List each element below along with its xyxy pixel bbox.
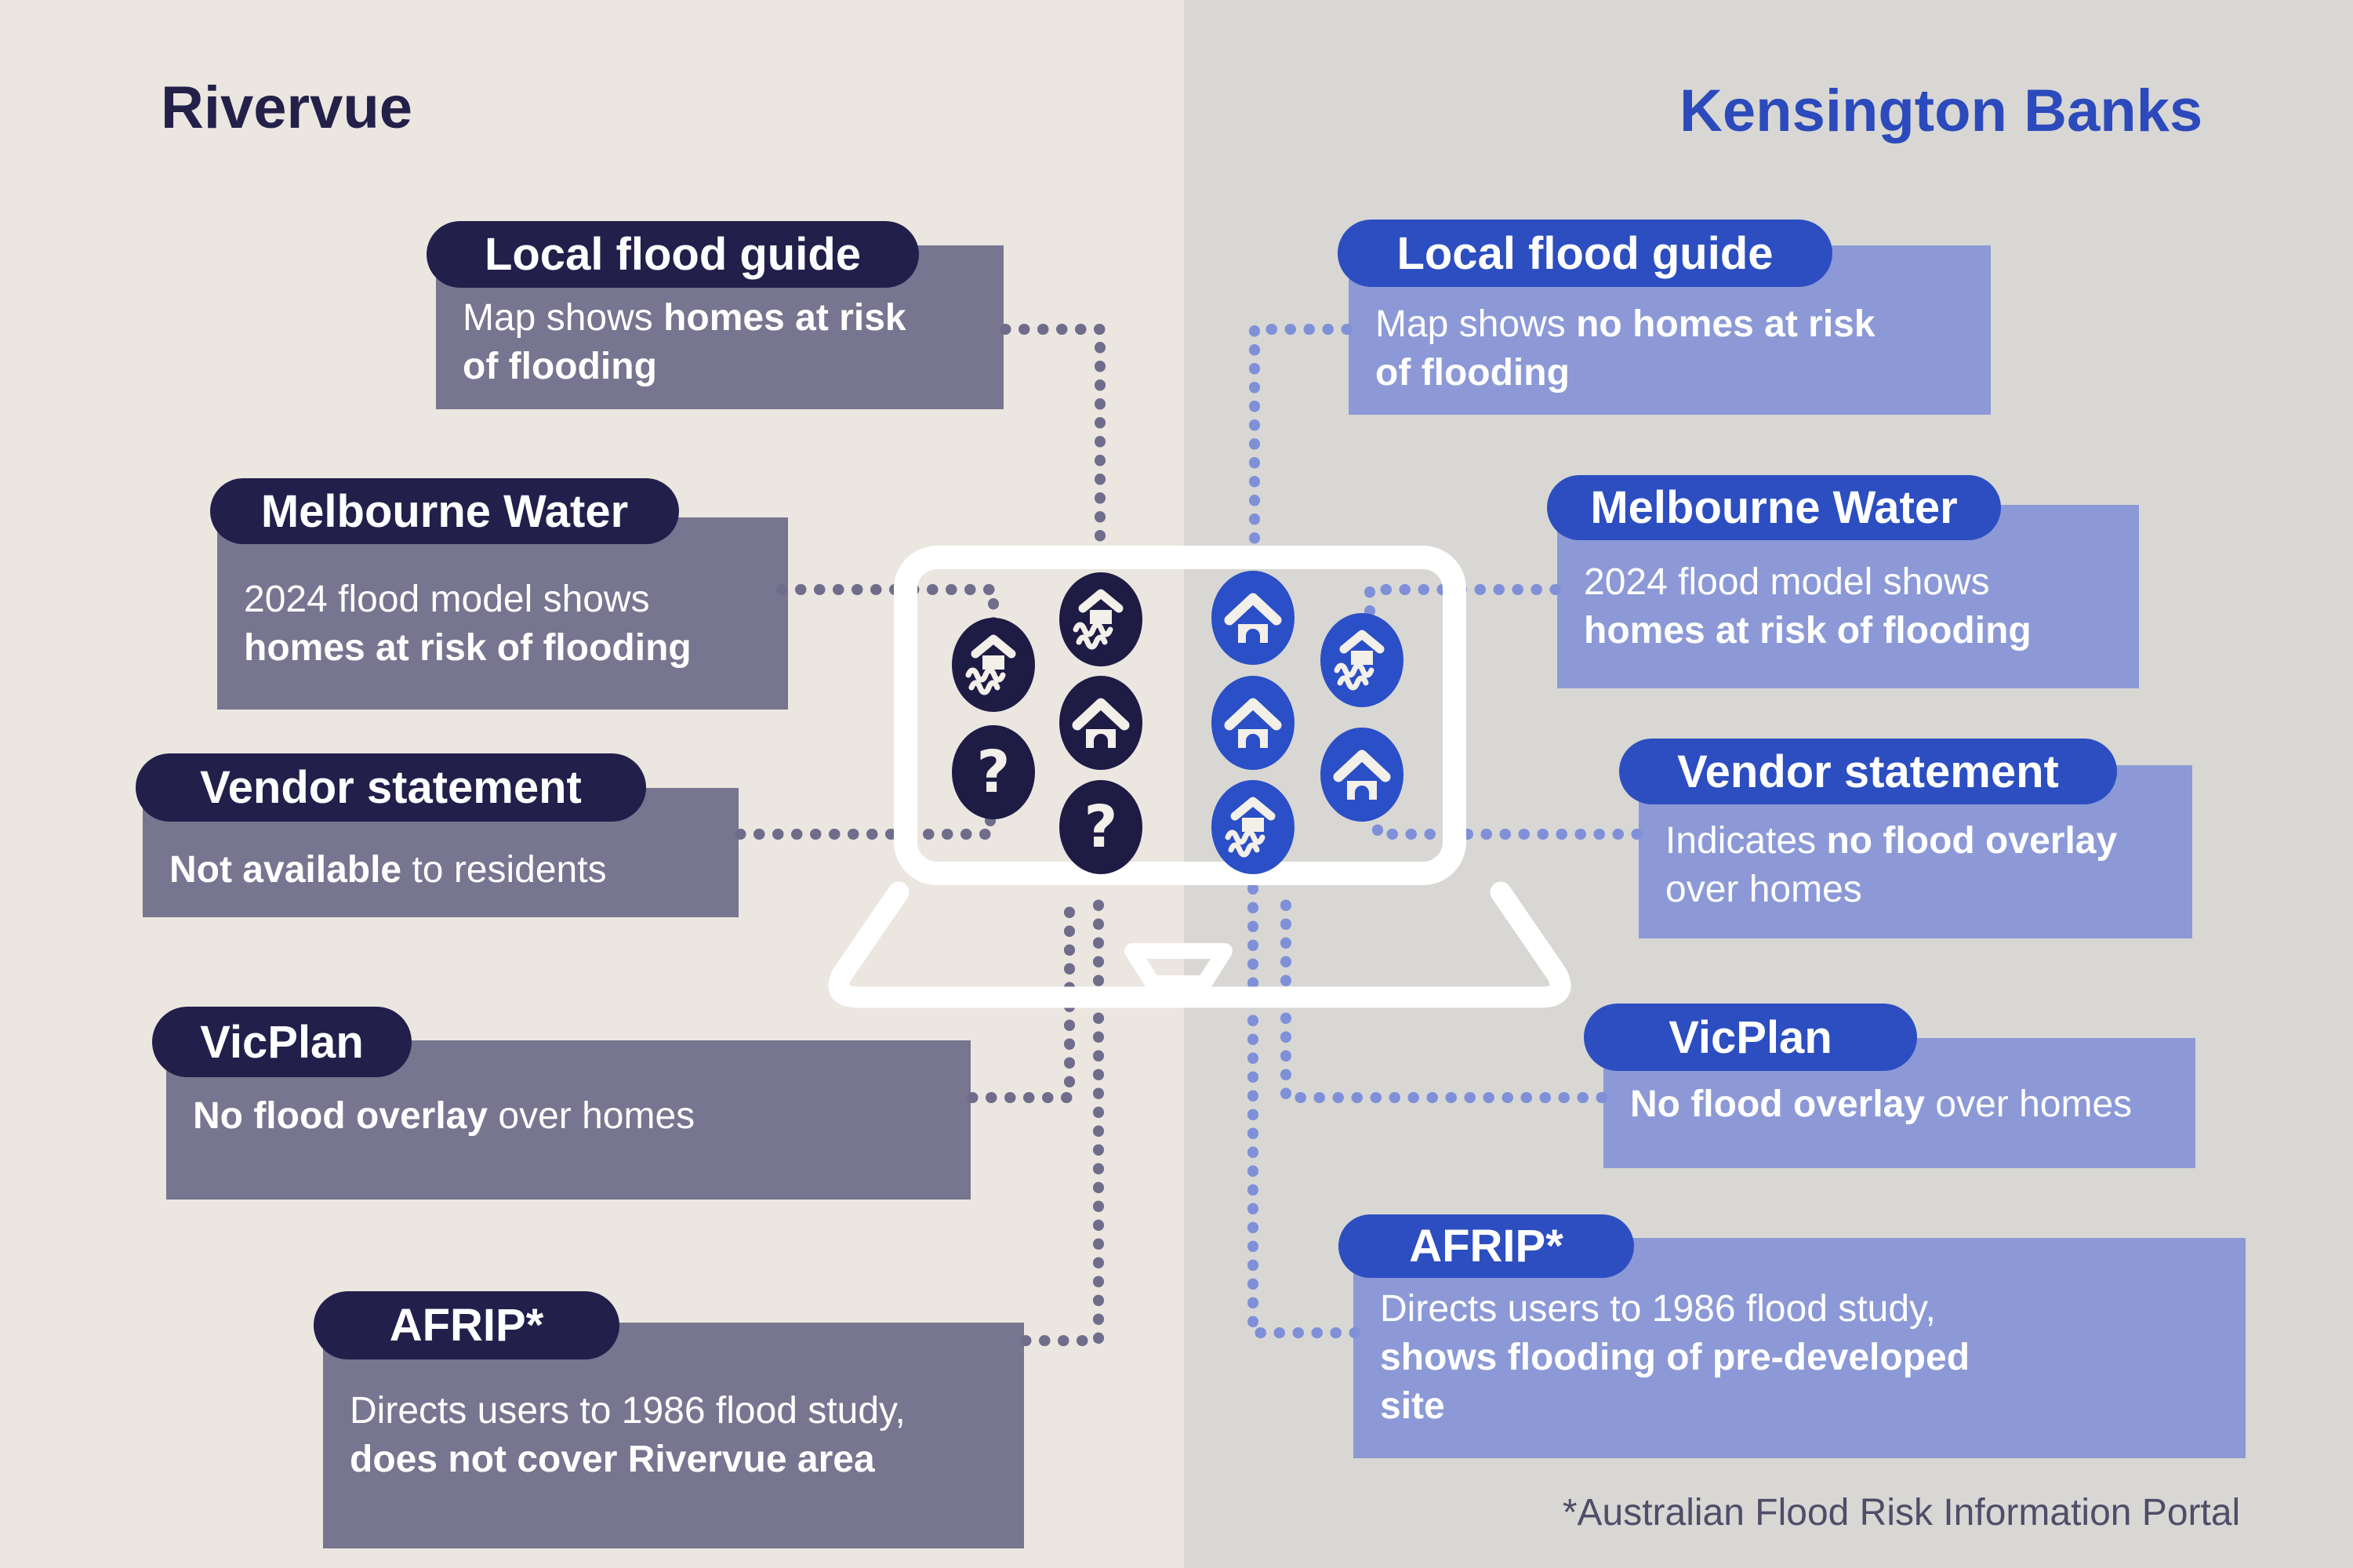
suburb-title-rivervue: Rivervue	[161, 74, 413, 141]
callout-pill-afrip: AFRIP*	[314, 1291, 619, 1359]
callout-body-afrip: Directs users to 1986 flood study, does …	[323, 1323, 1024, 1548]
text-line: Directs users to 1986 flood study,	[350, 1390, 906, 1432]
callout-body-melbourne-water: 2024 flood model shows homes at risk of …	[217, 517, 788, 710]
text-line: of flooding	[1375, 352, 1570, 394]
callout-pill-vicplan: VicPlan	[1584, 1004, 1917, 1071]
callout-pill-melbourne-water: Melbourne Water	[210, 478, 679, 544]
text-line: Directs users to 1986 flood study,	[1380, 1288, 1936, 1330]
text-line: No flood overlay over homes	[193, 1095, 695, 1137]
callout-pill-afrip: AFRIP*	[1338, 1214, 1634, 1278]
callout-pill-local-flood-guide: Local flood guide	[1338, 220, 1832, 287]
afrip-footnote: *Australian Flood Risk Information Porta…	[1562, 1492, 2241, 1534]
suburb-title-kensington-banks: Kensington Banks	[1679, 78, 2203, 144]
text-line: 2024 flood model shows	[1584, 561, 1990, 603]
text-line: Not available to residents	[169, 849, 607, 891]
callout-pill-melbourne-water: Melbourne Water	[1547, 475, 2001, 540]
text-line: 2024 flood model shows	[244, 579, 650, 620]
text-line: Indicates no flood overlay	[1665, 820, 2118, 862]
text-line: site	[1380, 1385, 1445, 1427]
text-line: homes at risk of flooding	[244, 627, 692, 669]
callout-pill-local-flood-guide: Local flood guide	[427, 221, 919, 288]
callout-pill-vendor-statement: Vendor statement	[136, 753, 646, 822]
text-line: over homes	[1665, 869, 1862, 910]
text-line: No flood overlay over homes	[1630, 1083, 2133, 1125]
callout-pill-vendor-statement: Vendor statement	[1619, 739, 2117, 804]
text-line: does not cover Rivervue area	[350, 1439, 875, 1480]
text-line: homes at risk of flooding	[1584, 610, 2032, 652]
text-line: of flooding	[463, 346, 657, 387]
text-line: Map shows no homes at risk	[1375, 303, 1876, 345]
text-line: shows flooding of pre-developed	[1380, 1337, 1970, 1378]
text-line: Map shows homes at risk	[463, 297, 906, 339]
callout-pill-vicplan: VicPlan	[152, 1007, 412, 1077]
